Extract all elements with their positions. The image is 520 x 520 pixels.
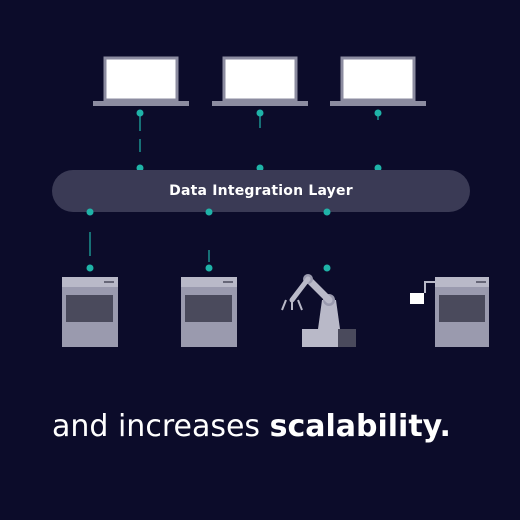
data-integration-layer-label: Data Integration Layer (169, 183, 353, 199)
top-connector-dots (136, 109, 382, 172)
bottom-connectors (89, 232, 210, 262)
caption-prefix: and increases (52, 409, 270, 444)
data-integration-layer-bar (52, 170, 470, 212)
laptop-icon (330, 56, 426, 106)
machine-icon (181, 277, 237, 347)
bottom-connector-dots (86, 208, 331, 272)
robot-arm-icon (281, 274, 356, 347)
machine-with-sensor-icon (410, 277, 489, 347)
top-connectors (139, 113, 379, 152)
caption-text: and increases scalability. (52, 405, 512, 449)
machine-icon (62, 277, 118, 347)
laptop-icon (93, 56, 189, 106)
caption-emphasis: scalability. (269, 409, 451, 444)
laptop-icon (212, 56, 308, 106)
